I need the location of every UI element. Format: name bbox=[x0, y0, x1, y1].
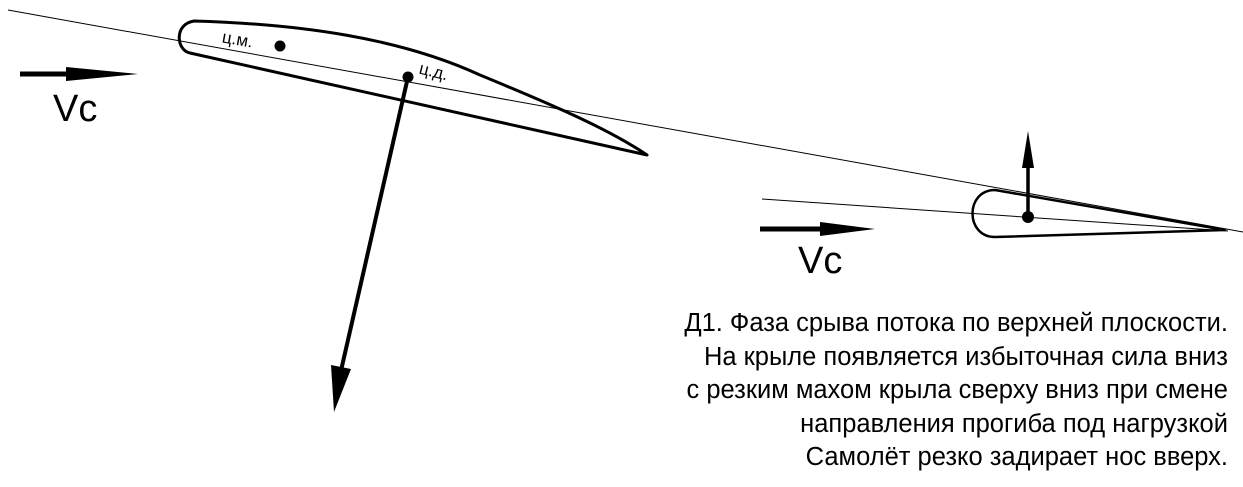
caption-line: направления прогиба под нагрузкой bbox=[800, 409, 1228, 438]
wing-down-force-arrow bbox=[338, 76, 410, 376]
velocity-label-left: Vc bbox=[53, 88, 98, 130]
caption-line: Д1. Фаза срыва потока по верхней плоскос… bbox=[684, 309, 1228, 337]
center-of-mass-dot bbox=[274, 40, 286, 52]
tail-reference-line bbox=[761, 198, 1229, 232]
tail-up-force-arrowhead bbox=[1022, 131, 1034, 168]
caption-line: с резким махом крыла сверху вниз при сме… bbox=[686, 376, 1228, 404]
caption-line: Самолёт резко задирает нос вверх. bbox=[805, 443, 1228, 471]
velocity-arrowhead-left bbox=[66, 67, 138, 81]
tail-profile bbox=[971, 188, 1227, 239]
velocity-arrowhead-right bbox=[820, 222, 875, 236]
wing-profile bbox=[177, 19, 649, 157]
caption: Д1. Фаза срыва потока по верхней плоскос… bbox=[684, 307, 1228, 475]
wing-down-force-arrowhead bbox=[331, 365, 351, 412]
wing-chord-line bbox=[7, 9, 1243, 233]
caption-line: На крыле появляется избыточная сила вниз bbox=[703, 342, 1228, 371]
velocity-label-right: Vc bbox=[798, 240, 843, 282]
